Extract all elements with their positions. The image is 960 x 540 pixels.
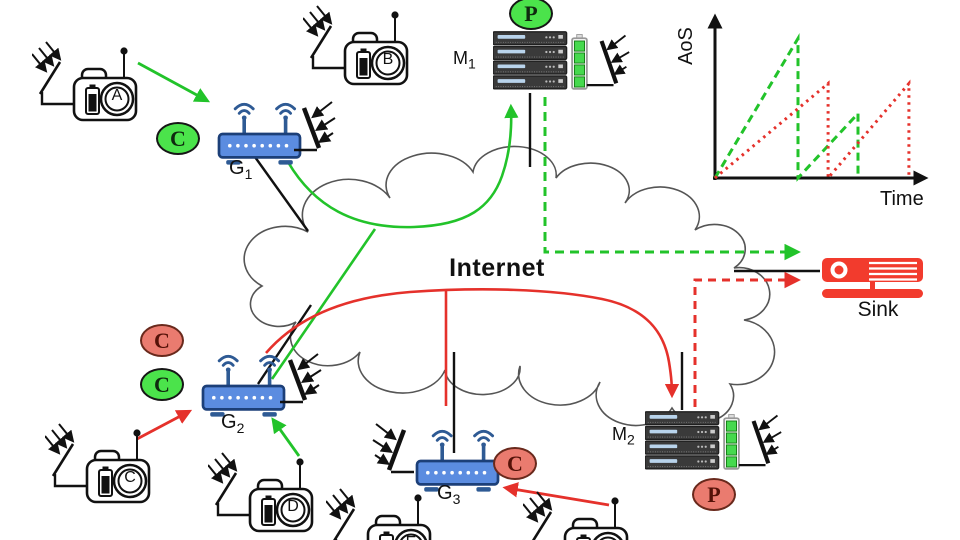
label-m2: M2: [612, 424, 635, 448]
label-sub: 3: [452, 491, 461, 507]
server-m2: [645, 408, 783, 485]
flow-camF-to-g3: [502, 482, 610, 507]
badge-p-m2: P: [692, 478, 736, 511]
camera-icon: [45, 420, 160, 512]
flow-camC-to-g2: [136, 409, 193, 441]
flow-m2-to-sink-dashed: [693, 271, 801, 407]
camera-letter: B: [382, 51, 394, 68]
label-sub: 2: [627, 431, 635, 448]
badge-letter: P: [707, 481, 721, 507]
label-g2: G2: [221, 411, 244, 436]
camera-letter: D: [287, 498, 299, 515]
chart-line-red: [714, 79, 911, 183]
flow-g1-to-m1: [286, 103, 519, 229]
camera-E: E: [326, 485, 441, 540]
g3-harvest-panel: [372, 422, 416, 478]
label-m1: M1: [453, 48, 476, 72]
chart-x-axis-label: Time: [880, 188, 924, 210]
camera-bottom-right: [523, 488, 638, 540]
server-icon: [645, 408, 783, 480]
badge-letter: C: [507, 450, 523, 476]
camera-A: A: [32, 38, 147, 135]
link-g1-cloud: [254, 156, 309, 232]
label-text: G: [221, 411, 237, 433]
badge-c-g2-green: C: [140, 368, 184, 401]
link-g2-cloud: [257, 304, 312, 385]
badge-letter: C: [154, 327, 170, 353]
internet-cloud: [243, 145, 776, 427]
badge-c-g2-red: C: [140, 324, 184, 357]
chart-series: [713, 33, 911, 183]
g1-harvest-panel: [292, 100, 336, 156]
sink-icon: [822, 258, 924, 298]
badge-c-g1: C: [156, 122, 200, 155]
chart-y-axis-label: AoS: [675, 27, 697, 65]
label-sub: 1: [244, 166, 253, 182]
aos-chart: [707, 13, 929, 186]
badge-c-g3: C: [493, 447, 537, 480]
label-text: M: [453, 48, 468, 68]
camera-C: C: [45, 420, 160, 517]
flow-camD-to-g2: [271, 417, 301, 457]
chart-line-green: [713, 33, 860, 182]
label-text: M: [612, 424, 627, 444]
flow-camA-to-g1: [137, 61, 211, 103]
server-icon: [493, 28, 631, 100]
label-g3: G3: [437, 482, 460, 507]
flow-m1-to-sink-dashed: [543, 97, 801, 261]
badge-letter: C: [170, 125, 186, 151]
flow-g2-join-green: [270, 228, 377, 380]
internet-label: Internet: [449, 254, 545, 282]
wired-links: [254, 93, 820, 453]
label-sub: 2: [236, 420, 245, 436]
sink-server: [822, 258, 924, 303]
camera-icon: [303, 2, 418, 94]
badge-letter: C: [154, 371, 170, 397]
camera-icon: [32, 38, 147, 130]
camera-letter: C: [124, 469, 136, 486]
label-text: G: [229, 157, 245, 179]
camera-letter: A: [111, 87, 123, 104]
flow-g2-to-m2: [265, 288, 680, 399]
camera-icon: [523, 488, 638, 540]
label-g1: G1: [229, 157, 252, 182]
g2-harvest-panel: [278, 352, 322, 408]
camera-D: D: [208, 449, 323, 540]
badge-letter: P: [524, 0, 538, 26]
label-sub: 1: [468, 55, 476, 72]
server-m1: [493, 28, 631, 105]
label-text: G: [437, 482, 453, 504]
badge-p-m1: P: [509, 0, 553, 30]
camera-B: B: [303, 2, 418, 99]
sink-label: Sink: [857, 298, 899, 321]
camera-letter: E: [401, 534, 421, 540]
camera-icon: [208, 449, 323, 540]
